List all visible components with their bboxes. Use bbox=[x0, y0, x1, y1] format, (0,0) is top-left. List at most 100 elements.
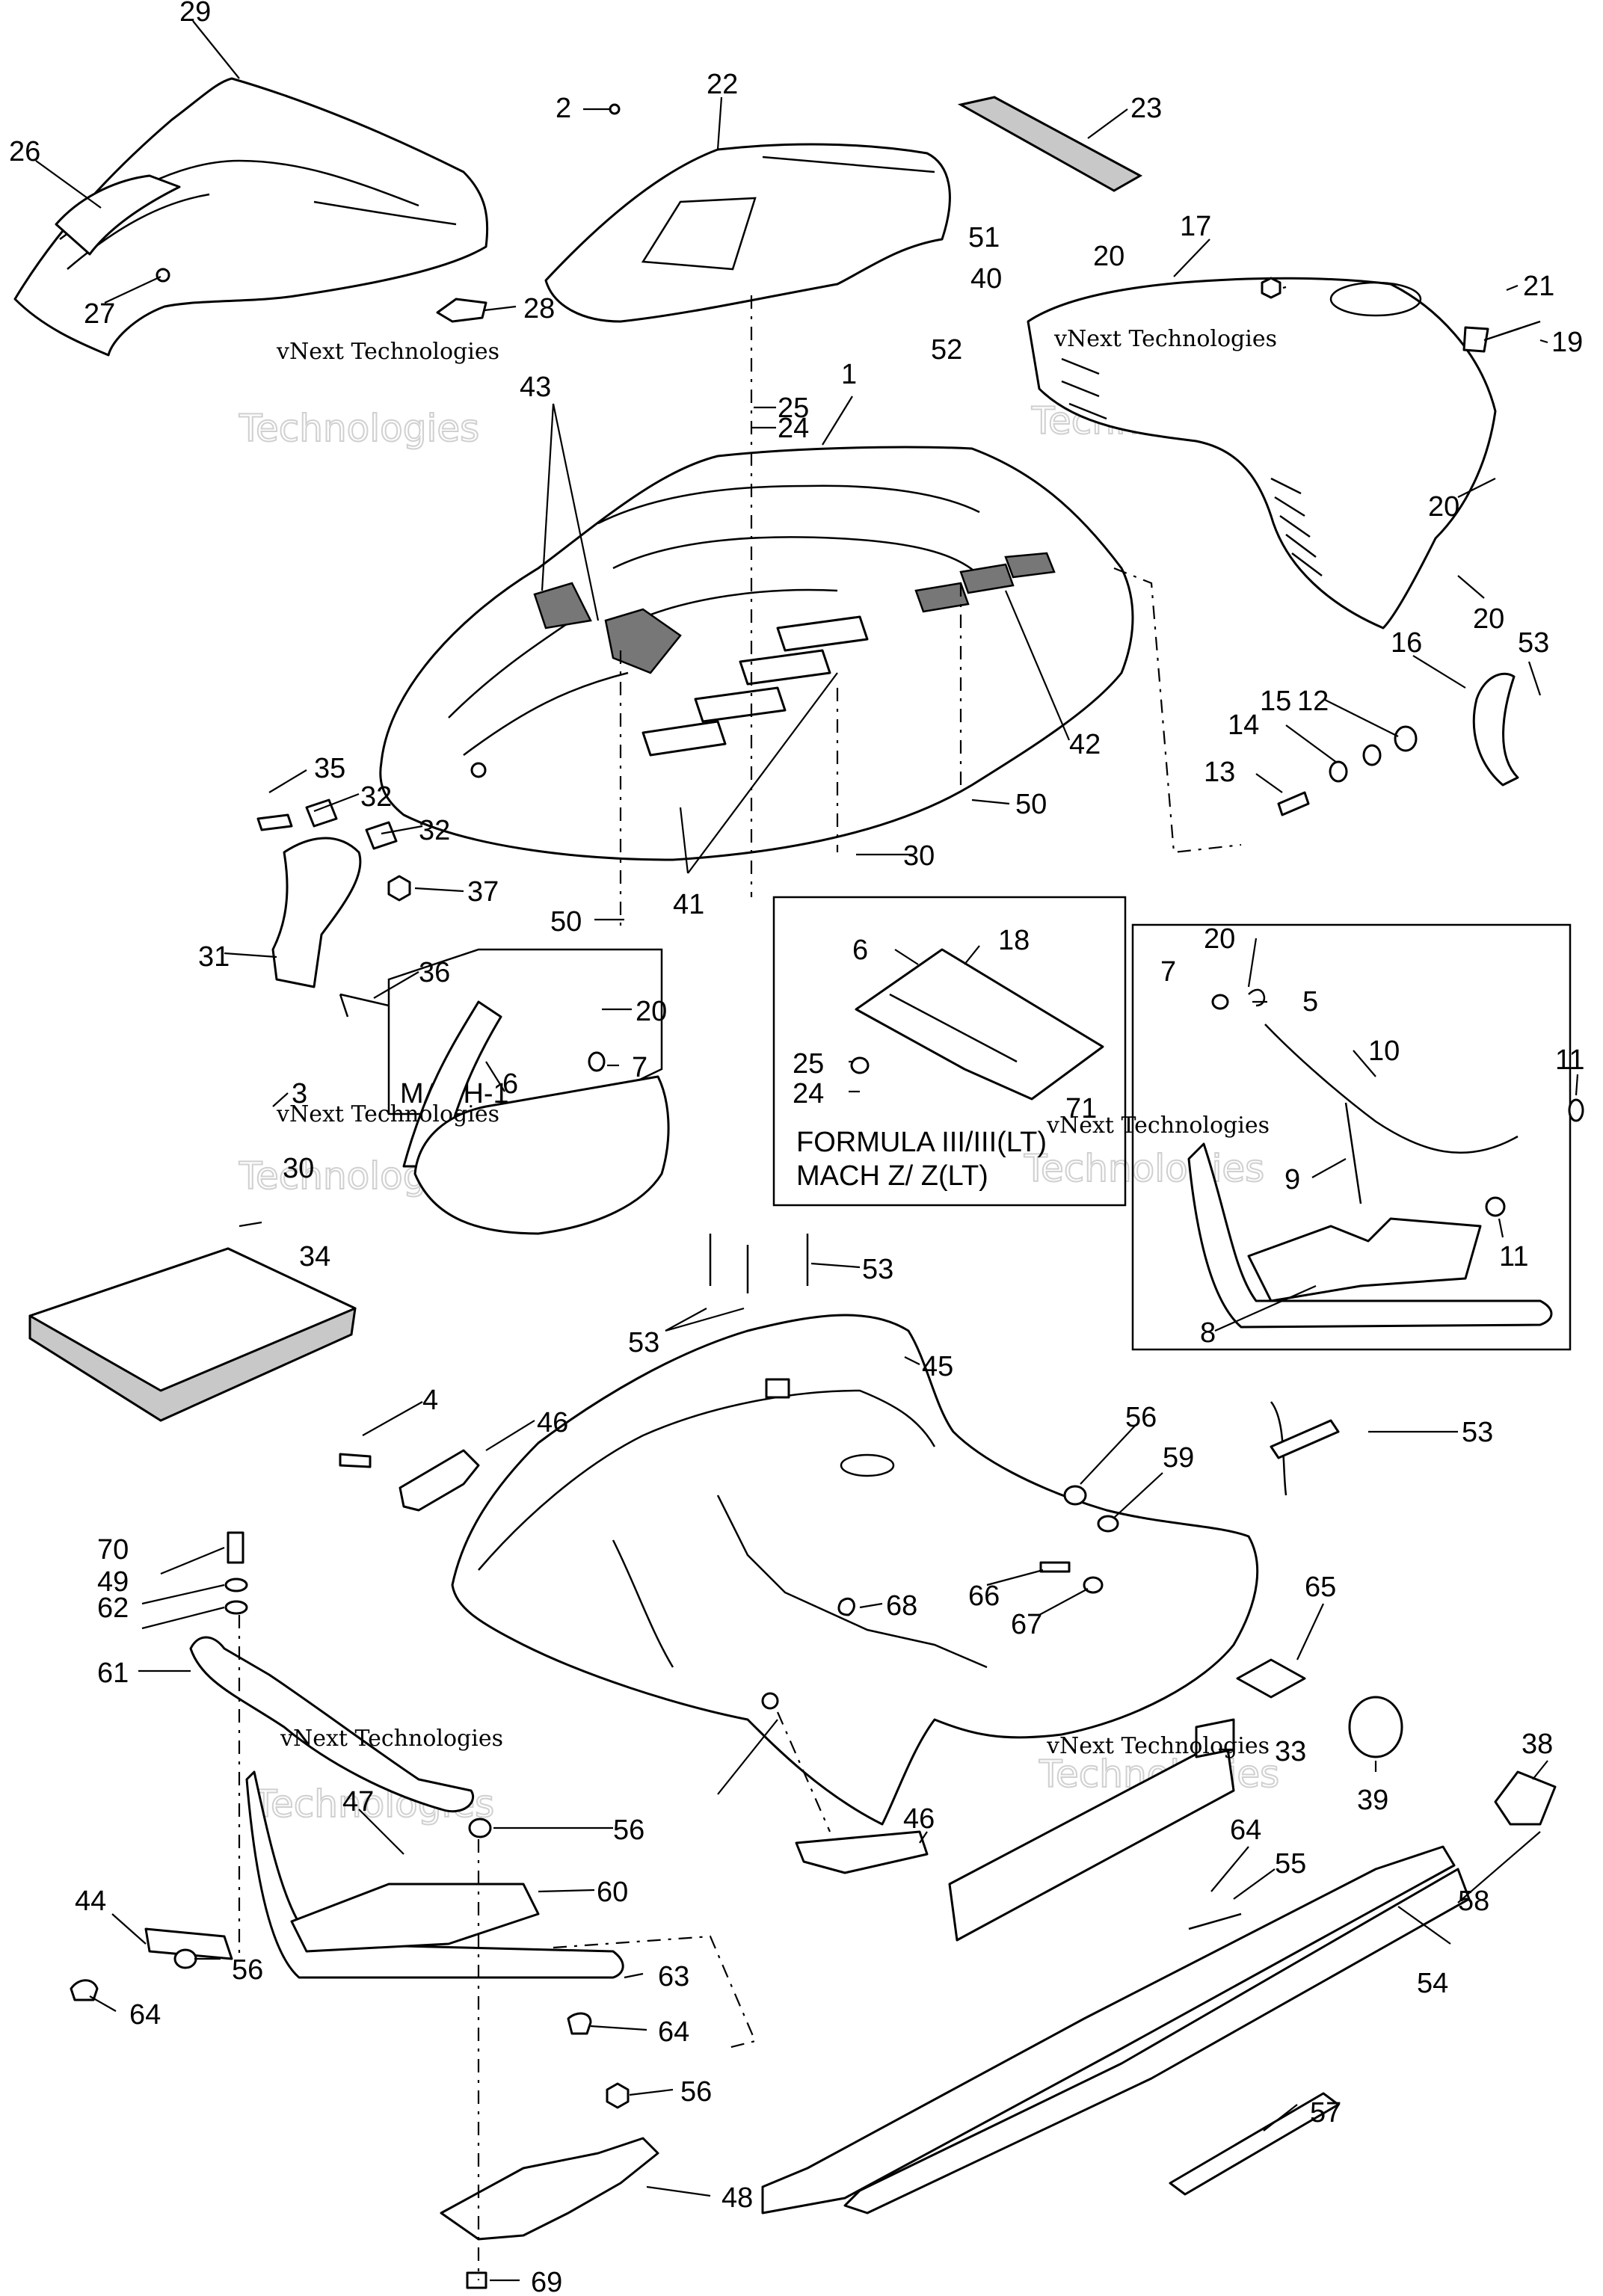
watermark-company: vNext Technologies bbox=[276, 339, 499, 365]
label-12: 12 bbox=[1297, 686, 1329, 717]
washer-49 bbox=[224, 1578, 248, 1592]
watermark-company: vNext Technologies bbox=[276, 1101, 499, 1127]
label-64c: 64 bbox=[658, 2016, 689, 2048]
watermark-word: Technologies bbox=[239, 407, 479, 450]
latch-31 bbox=[271, 837, 362, 988]
screw-66 bbox=[1039, 1561, 1071, 1573]
label-49: 49 bbox=[97, 1566, 129, 1598]
vent-pad-43 bbox=[604, 608, 682, 674]
label-17: 17 bbox=[1180, 211, 1211, 242]
watermark-company: vNext Technologies bbox=[1046, 1733, 1270, 1759]
label-23: 23 bbox=[1130, 93, 1162, 124]
label-25a: 25 bbox=[778, 393, 809, 424]
label-44: 44 bbox=[75, 1886, 106, 1917]
louvre-41 bbox=[694, 686, 787, 723]
washer-67 bbox=[1083, 1576, 1104, 1594]
label-20a: 20 bbox=[1093, 241, 1124, 272]
label-34: 34 bbox=[299, 1241, 330, 1272]
label-59: 59 bbox=[1163, 1442, 1194, 1474]
washer-25 bbox=[850, 1056, 870, 1074]
label-35: 35 bbox=[314, 753, 345, 784]
label-56c: 56 bbox=[232, 1954, 263, 1986]
belly-pan-45 bbox=[451, 1314, 1259, 1826]
grille-65 bbox=[1236, 1658, 1306, 1699]
label-20b: 20 bbox=[1428, 491, 1459, 523]
label-25b: 25 bbox=[793, 1048, 824, 1080]
watermark-company: vNext Technologies bbox=[280, 1726, 503, 1752]
tab bbox=[765, 1378, 790, 1399]
screw-4 bbox=[339, 1453, 372, 1468]
label-24b: 24 bbox=[793, 1078, 824, 1109]
bracket-19 bbox=[1462, 326, 1489, 353]
label-54: 54 bbox=[1417, 1968, 1448, 1999]
foam-strip-23 bbox=[957, 96, 1143, 192]
washer-15 bbox=[1362, 744, 1382, 766]
label-56a: 56 bbox=[1125, 1402, 1157, 1433]
bumper-plate-60 bbox=[290, 1883, 540, 1953]
mach1-air-box bbox=[413, 1075, 670, 1235]
bar-33 bbox=[948, 1737, 1235, 1942]
nut-21 bbox=[1261, 277, 1282, 299]
label-40: 40 bbox=[970, 263, 1002, 295]
label-69: 69 bbox=[531, 2267, 562, 2296]
label-5: 5 bbox=[1302, 986, 1318, 1018]
label-32b: 32 bbox=[419, 815, 450, 846]
plate-32 bbox=[305, 798, 338, 828]
vent-pad-43 bbox=[533, 582, 592, 630]
bumper-8 bbox=[1187, 1142, 1553, 1329]
label-66: 66 bbox=[968, 1581, 1000, 1612]
part-labels: 29 26 27 28 2 22 23 17 51 40 20 52 21 19… bbox=[9, 0, 1584, 2296]
label-13: 13 bbox=[1204, 757, 1235, 788]
vent-pad-42 bbox=[914, 582, 970, 613]
rivet-53 bbox=[1270, 1419, 1340, 1459]
label-64a: 64 bbox=[1230, 1815, 1261, 1846]
label-47: 47 bbox=[342, 1786, 374, 1818]
nut-56b bbox=[468, 1818, 492, 1838]
knob-12 bbox=[1394, 725, 1418, 752]
label-20e: 20 bbox=[1204, 923, 1235, 955]
plate-18 bbox=[855, 948, 1104, 1101]
label-52: 52 bbox=[931, 334, 962, 366]
label-48: 48 bbox=[721, 2182, 753, 2214]
guide-46 bbox=[399, 1449, 480, 1512]
label-63: 63 bbox=[658, 1961, 689, 1992]
leader-lines bbox=[35, 20, 1579, 2282]
label-67: 67 bbox=[1011, 1609, 1042, 1640]
label-53c: 53 bbox=[628, 1327, 659, 1358]
bolt-13 bbox=[1277, 791, 1310, 816]
label-61: 61 bbox=[97, 1658, 129, 1689]
side-panel-17 bbox=[1027, 277, 1497, 630]
label-71: 71 bbox=[1065, 1093, 1097, 1124]
label-56b: 56 bbox=[613, 1815, 644, 1846]
label-53b: 53 bbox=[862, 1254, 893, 1285]
label-41: 41 bbox=[673, 889, 704, 920]
nut-37 bbox=[387, 875, 411, 902]
label-57: 57 bbox=[1310, 2097, 1341, 2129]
label-39: 39 bbox=[1357, 1785, 1388, 1816]
label-65: 65 bbox=[1305, 1572, 1336, 1603]
washer-7b bbox=[1211, 994, 1229, 1010]
runner-54 bbox=[761, 1845, 1456, 2215]
label-45: 45 bbox=[922, 1351, 953, 1382]
bolt-64b bbox=[567, 2012, 592, 2035]
main-hood bbox=[379, 446, 1134, 861]
skid-plate-48 bbox=[440, 2137, 659, 2241]
label-70: 70 bbox=[97, 1534, 129, 1566]
label-58: 58 bbox=[1458, 1886, 1489, 1917]
formula-box bbox=[772, 896, 1127, 1207]
label-38: 38 bbox=[1522, 1729, 1553, 1760]
label-28: 28 bbox=[523, 293, 555, 324]
nut-56 bbox=[1063, 1485, 1087, 1506]
label-8: 8 bbox=[1200, 1317, 1216, 1349]
label-50b: 50 bbox=[550, 906, 582, 938]
label-18: 18 bbox=[998, 925, 1030, 956]
label-29: 29 bbox=[179, 0, 211, 28]
watermark-text: vNext Technologies vNext Technologies vN… bbox=[276, 326, 1277, 1759]
label-46b: 46 bbox=[903, 1803, 935, 1835]
windshield-assembly bbox=[13, 77, 489, 357]
label-20d: 20 bbox=[636, 996, 667, 1027]
label-68: 68 bbox=[886, 1590, 917, 1622]
label-51: 51 bbox=[968, 222, 1000, 253]
label-33: 33 bbox=[1275, 1736, 1306, 1767]
